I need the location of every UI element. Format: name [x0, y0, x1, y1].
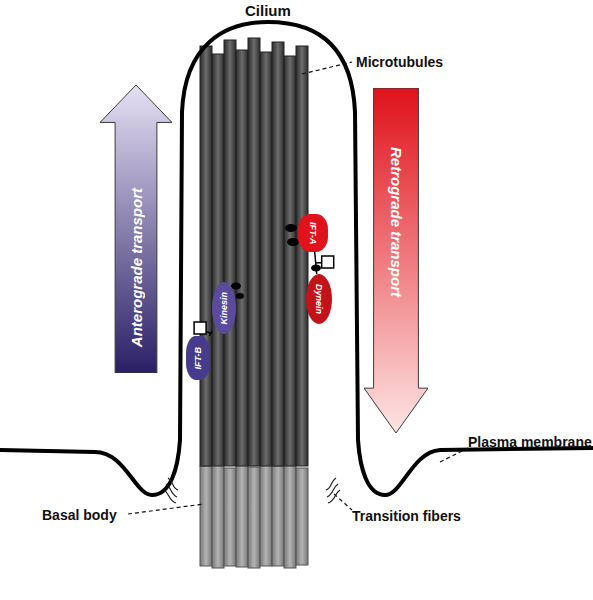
anterograde-arrow: Anterograde transport: [100, 85, 172, 373]
node-text: Anterograde transport: [128, 188, 145, 347]
basal-body: [200, 462, 308, 568]
kinesin-motor: Kinesin: [212, 282, 236, 334]
node-text: Dynein: [314, 284, 324, 314]
node-text: IFT-B: [193, 347, 203, 370]
retrograde-arrow: Retrograde transport: [364, 88, 428, 433]
dynein-motor: Dynein: [306, 274, 332, 324]
linker-connector: [194, 322, 212, 336]
structure-label: Cilium: [245, 2, 291, 19]
ift-b-complex: IFT-B: [186, 336, 210, 380]
node-text: Retrograde transport: [388, 147, 405, 297]
leader-lines: [128, 62, 468, 514]
part-label: Microtubules: [356, 54, 443, 70]
part-label: Basal body: [42, 507, 117, 523]
microtubule-bundle: [200, 38, 308, 466]
part-label: Plasma membrane: [468, 434, 592, 450]
ift-a-complex: IFT-A: [298, 214, 328, 252]
part-label: Transition fibers: [352, 508, 461, 524]
transition-fibers: [164, 478, 340, 503]
linker-connector: [315, 252, 334, 274]
node-text: Kinesin: [219, 292, 229, 325]
ciliary-membrane: [0, 22, 593, 495]
node-text: IFT-A: [308, 222, 318, 245]
